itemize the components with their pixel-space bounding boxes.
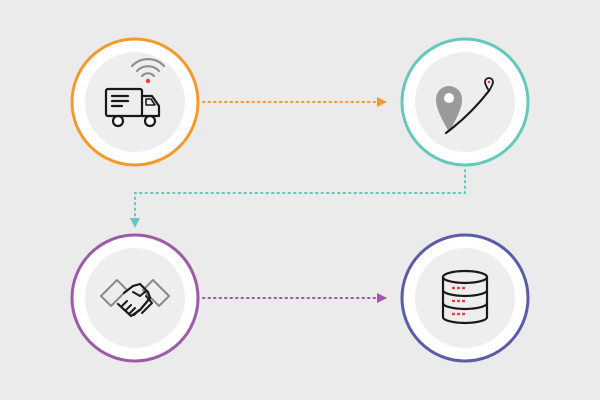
wireless-delivery-truck-icon: [104, 58, 166, 128]
node-partnership: [70, 233, 200, 363]
handshake-icon: [100, 279, 170, 318]
node-data-storage: [400, 233, 530, 363]
map-pin-route-icon: [436, 77, 494, 135]
connector-location-to-handshake: [130, 169, 466, 228]
database-icon: [441, 269, 489, 325]
node-delivery-truck: [70, 37, 200, 167]
node-route-location: [400, 37, 530, 167]
